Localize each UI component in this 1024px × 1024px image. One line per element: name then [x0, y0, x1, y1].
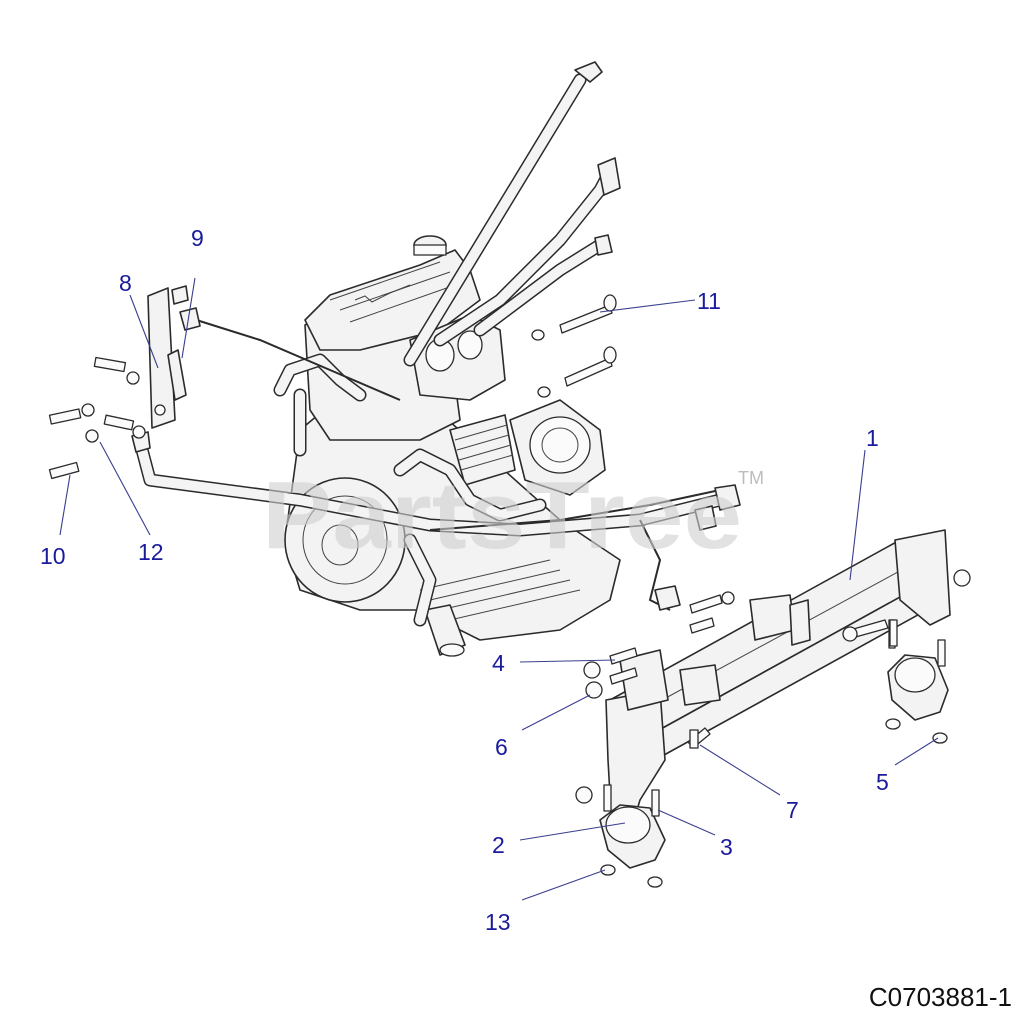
engine-mount-bracket: [147, 285, 189, 429]
engine-mount-isolator-left: [575, 784, 666, 888]
callout-numbers: 1 2 3 4 5 6 7 8 9 10 11 12 13: [40, 225, 889, 935]
watermark-text: PartsTree: [262, 462, 742, 569]
callout-11: 11: [697, 288, 721, 314]
callout-12: 12: [138, 539, 164, 565]
callout-7: 7: [786, 797, 799, 823]
diagram-reference-code: C0703881-1: [869, 982, 1012, 1012]
engine-assembly: [284, 235, 621, 657]
engine-side-bolts: [48, 294, 617, 480]
callout-5: 5: [876, 769, 889, 795]
callout-1: 1: [866, 425, 879, 451]
leader-lines: [59, 277, 939, 901]
callout-8: 8: [119, 270, 132, 296]
watermark-trademark: TM: [738, 468, 764, 488]
frame-crossmember: [605, 529, 951, 851]
callout-9: 9: [191, 225, 204, 251]
callout-6: 6: [495, 734, 508, 760]
callout-4: 4: [492, 650, 505, 676]
callout-3: 3: [720, 834, 733, 860]
engine-mount-isolator-right: [885, 619, 949, 744]
callout-2: 2: [492, 832, 505, 858]
callout-10: 10: [40, 543, 66, 569]
callout-13: 13: [485, 909, 511, 935]
wiring-harness: [179, 307, 741, 611]
